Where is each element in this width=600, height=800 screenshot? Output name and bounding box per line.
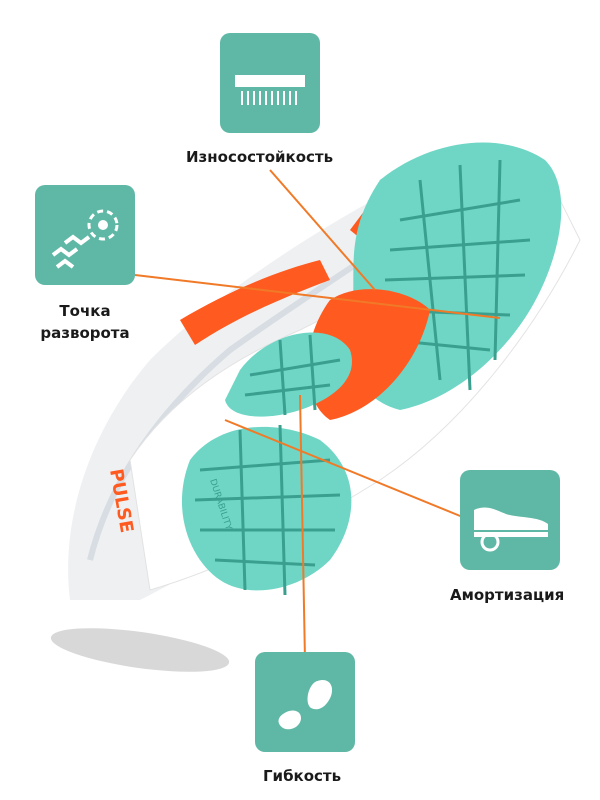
cushioning-badge [460, 470, 560, 570]
pivot-label-line2: разворота [40, 324, 130, 342]
pivot-point-icon [51, 209, 119, 269]
pivot-badge [35, 185, 135, 285]
pivot-label: Точка разворота [27, 300, 143, 344]
cushioning-shoe-icon [474, 507, 548, 552]
cushioning-label: Амортизация [450, 586, 565, 604]
shoe-shadow [50, 628, 230, 672]
durability-badge [220, 33, 320, 133]
flexibility-label: Гибкость [263, 767, 342, 785]
durability-label: Износостойкость [186, 148, 334, 166]
flexibility-badge [255, 652, 355, 752]
durability-tread-icon [235, 75, 305, 105]
sole-heel [181, 426, 352, 591]
sole-midfoot [225, 332, 352, 417]
leader-lines [134, 169, 501, 661]
shoe-accent [180, 260, 330, 345]
flexibility-foot-icon [278, 679, 333, 730]
pivot-label-line1: Точка [59, 302, 111, 320]
